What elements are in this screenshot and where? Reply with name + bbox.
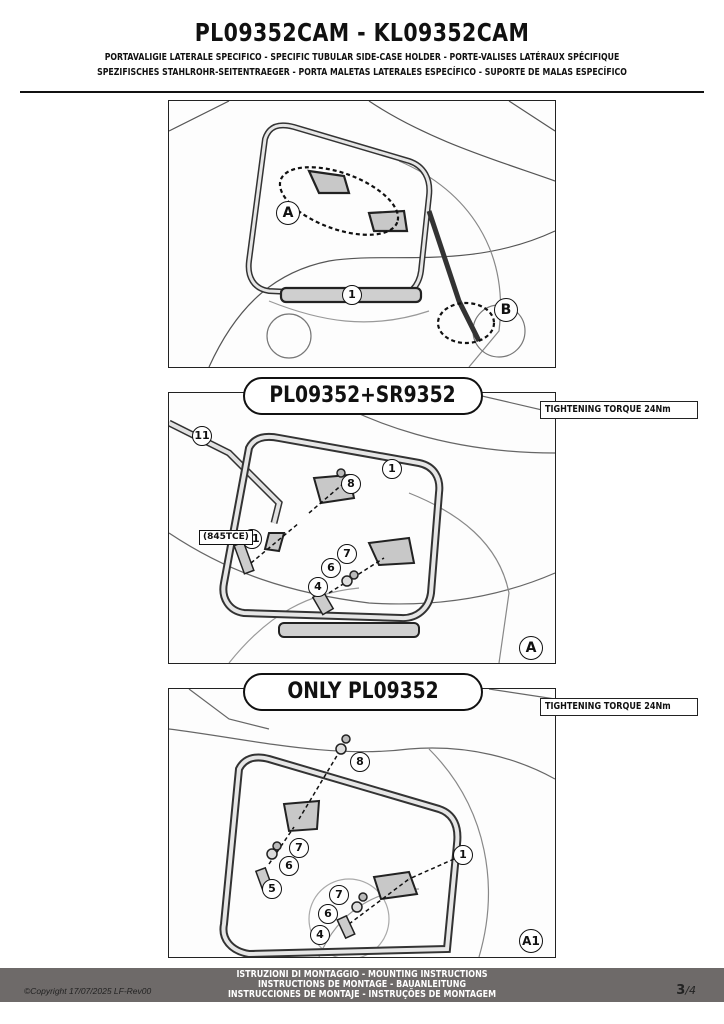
- footer-line-3: INSTRUCCIONES DE MONTAJE - INSTRUÇÕES DE…: [227, 989, 497, 1000]
- footer-line-2: INSTRUCTIONS DE MONTAGE - BAUANLEITUNG: [257, 979, 467, 990]
- footer-band: ISTRUZIONI DI MONTAGGIO - MOUNTING INSTR…: [0, 968, 724, 1002]
- document-title: PL09352CAM - KL09352CAM: [194, 18, 530, 47]
- panel-3-drawing: [169, 689, 555, 957]
- page-total: /4: [685, 984, 696, 997]
- subtitle-line-1: PORTAVALIGIE LATERALE SPECIFICO - SPECIF…: [104, 52, 620, 63]
- subtitle-line-2: SPEZIFISCHES STAHLROHR-SEITENTRAEGER - P…: [97, 67, 627, 78]
- panel-2-label: PL09352+SR9352: [243, 377, 483, 415]
- panel-1-drawing: [169, 101, 555, 367]
- callout-a: A: [276, 201, 300, 225]
- footer-line-1: ISTRUZIONI DI MONTAGGIO - MOUNTING INSTR…: [236, 969, 488, 980]
- callout-7-right: 7: [329, 885, 349, 905]
- callout-1: 1: [382, 459, 402, 479]
- copyright-text: ©Copyright 17/07/2025 LF-Rev00: [24, 986, 152, 996]
- page-current: 3: [676, 983, 686, 998]
- header-divider: [20, 91, 704, 93]
- callout-4: 4: [308, 577, 328, 597]
- panel-3-label: ONLY PL09352: [243, 673, 483, 711]
- panel-3-torque-note: TIGHTENING TORQUE 24Nm: [540, 698, 698, 716]
- footer: ISTRUZIONI DI MONTAGGIO - MOUNTING INSTR…: [0, 968, 724, 1024]
- illustration-panel-3: 8 7 6 5 1 7 6 4 A1: [168, 688, 556, 958]
- illustration-panel-2: 11 1 8 11 (845TCE) 7 6 4 A: [168, 392, 556, 664]
- callout-6: 6: [321, 558, 341, 578]
- callout-6-left: 6: [279, 856, 299, 876]
- callout-b: B: [494, 298, 518, 322]
- panel-2-torque-note: TIGHTENING TORQUE 24Nm: [540, 401, 698, 419]
- callout-4: 4: [310, 925, 330, 945]
- part-code-label: (845TCE): [199, 530, 253, 545]
- callout-1: 1: [453, 845, 473, 865]
- callout-a: A: [519, 636, 543, 660]
- callout-7-left: 7: [289, 838, 309, 858]
- panel-2-drawing: [169, 393, 555, 663]
- callout-11-top: 11: [192, 426, 212, 446]
- illustration-panel-1: A B 1: [168, 100, 556, 368]
- callout-8: 8: [350, 752, 370, 772]
- callout-1: 1: [342, 285, 362, 305]
- page-number: 3/4: [676, 983, 696, 998]
- callout-a1: A1: [519, 929, 543, 953]
- callout-6-right: 6: [318, 904, 338, 924]
- callout-8: 8: [341, 474, 361, 494]
- callout-7: 7: [337, 544, 357, 564]
- callout-5: 5: [262, 879, 282, 899]
